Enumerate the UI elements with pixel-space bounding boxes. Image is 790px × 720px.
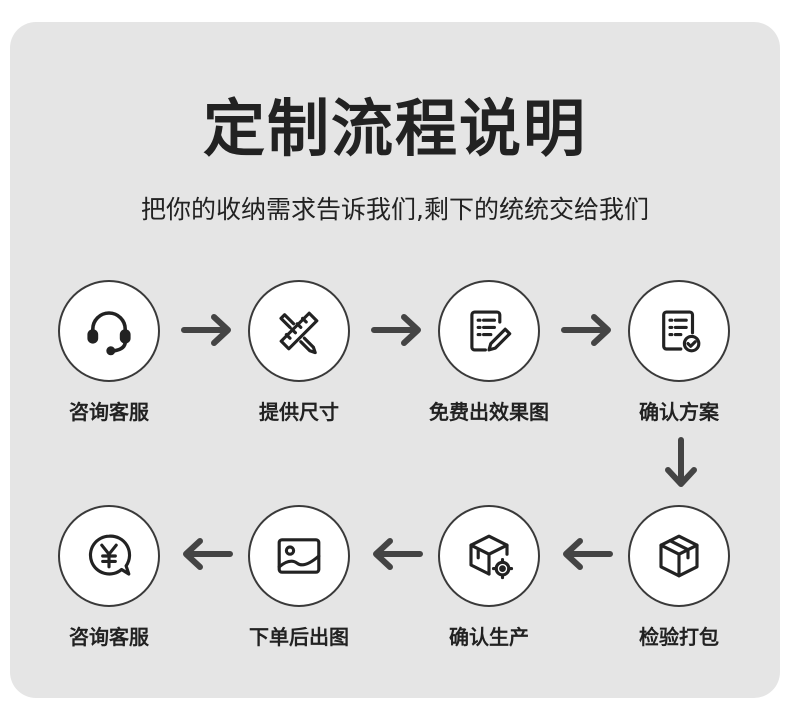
ruler-pencil-icon	[279, 311, 319, 355]
arrow-left-icon	[560, 535, 614, 573]
package-box-icon	[659, 534, 699, 578]
step-circle	[628, 505, 730, 607]
document-check-icon	[662, 310, 701, 353]
step-label: 确认方案	[639, 400, 719, 424]
arrow-right-icon	[180, 311, 234, 349]
step-circle	[438, 280, 540, 382]
yen-chat-icon	[88, 534, 132, 576]
step-label: 确认生产	[449, 625, 529, 649]
step-label: 免费出效果图	[429, 400, 549, 424]
step-circle	[438, 505, 540, 607]
step-label: 检验打包	[639, 625, 719, 649]
step-circle	[248, 505, 350, 607]
arrow-left-icon	[180, 535, 234, 573]
page-subtitle: 把你的收纳需求告诉我们,剩下的统统交给我们	[141, 195, 649, 224]
step-circle	[58, 505, 160, 607]
step-label: 下单后出图	[249, 625, 349, 649]
headset-icon	[87, 311, 131, 356]
step-circle	[248, 280, 350, 382]
arrow-right-icon	[560, 311, 614, 349]
arrow-right-icon	[370, 311, 424, 349]
image-icon	[277, 538, 321, 574]
arrow-left-icon	[370, 535, 424, 573]
arrow-down-icon	[662, 436, 700, 490]
step-label: 咨询客服	[69, 400, 149, 424]
page-title: 定制流程说明	[202, 92, 587, 165]
step-label: 提供尺寸	[259, 400, 339, 424]
step-circle	[628, 280, 730, 382]
box-gear-icon	[469, 534, 514, 580]
document-edit-icon	[470, 310, 512, 352]
step-circle	[58, 280, 160, 382]
step-label: 咨询客服	[69, 625, 149, 649]
